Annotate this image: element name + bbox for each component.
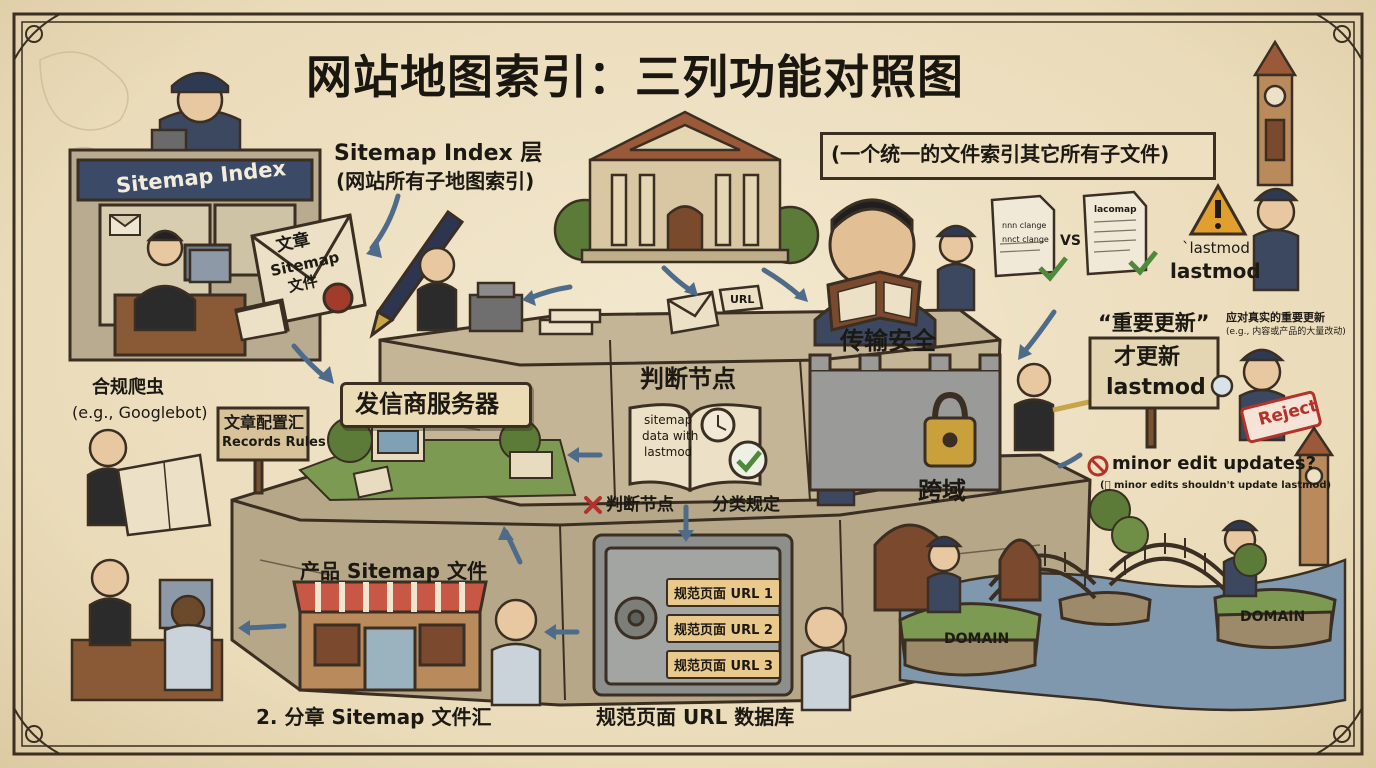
book-line2: data with — [642, 429, 699, 443]
desk-clerk-bottom-left — [70, 558, 224, 702]
guard-docs — [935, 224, 977, 312]
lastmod-small: `lastmod — [1182, 239, 1250, 257]
lastmod-big: lastmod — [1170, 259, 1261, 283]
transport-security-label: 传输安全 — [840, 327, 936, 355]
reject-stamp — [1240, 390, 1322, 444]
guard-island-left — [925, 535, 963, 614]
unified-index-banner: (一个统一的文件索引其它所有子文件) — [820, 132, 1216, 180]
signboard-line2: lastmod — [1106, 375, 1206, 400]
island-right — [1213, 588, 1337, 649]
clock-tower — [1252, 39, 1298, 187]
doc-left-line1: nnn clange — [1002, 221, 1047, 230]
clerk-kiosk — [133, 229, 232, 332]
library-building — [553, 110, 820, 265]
compliance-crawler-label: 合规爬虫 — [92, 377, 164, 398]
shopkeeper — [490, 598, 542, 707]
vault-label: 规范页面 URL 数据库 — [596, 705, 795, 729]
guard-warning — [1252, 187, 1300, 292]
book-line3: lastmod — [644, 445, 693, 459]
guard-kiosk — [150, 71, 242, 152]
prohibit-icon — [1087, 455, 1109, 477]
doc-compare — [990, 190, 1158, 282]
sender-server-label: 发信商服务器 — [355, 390, 499, 418]
page-title: 网站地图索引：三列功能对照图 — [306, 50, 964, 104]
red-x-icon — [584, 496, 602, 514]
vs-label: VS — [1060, 233, 1081, 249]
sitemap-index-layer-subtitle: (网站所有子地图索引) — [336, 169, 535, 193]
lastmod-book — [628, 403, 768, 493]
vault-url-2: 规范页面 URL 2 — [666, 614, 781, 643]
minor-edit-note: (⃠ minor edits shouldn't update lastmod) — [1100, 480, 1332, 491]
island-mid — [1058, 591, 1152, 626]
domain-right: DOMAIN — [1240, 609, 1306, 625]
grass-field — [298, 417, 577, 502]
rules-row-right-label: 分类规定 — [712, 495, 780, 515]
doc-left-line2: nnct clange — [1002, 235, 1049, 244]
bushes — [1089, 489, 1267, 577]
signboard-line1: 才更新 — [1114, 345, 1181, 370]
reviewer-reading — [813, 198, 937, 347]
lastmod-signboard — [1088, 336, 1220, 449]
rules-row-x-label: 判断节点 — [606, 495, 674, 515]
ornate-border — [12, 12, 1364, 756]
compliance-crawler-example: (e.g., Googlebot) — [72, 403, 208, 422]
doc-right-title: lacomap — [1094, 205, 1137, 215]
important-update-quote: “重要更新” — [1098, 311, 1210, 335]
warning-sign — [1188, 182, 1248, 236]
decision-node-label: 判断节点 — [640, 365, 736, 393]
key-holder — [1013, 362, 1099, 452]
vault-url-1: 规范页面 URL 1 — [666, 578, 781, 607]
book-line1: sitemap — [644, 413, 693, 427]
castle-gate — [808, 353, 1002, 492]
url-tag: URL — [730, 293, 755, 306]
vault-keeper — [800, 606, 852, 712]
rules-sign-line2: Records Rules — [222, 435, 326, 450]
product-sitemap-label: 产品 Sitemap 文件 — [300, 559, 487, 583]
important-update-note: 应对真实的重要更新 — [1226, 311, 1325, 324]
arrowheads — [238, 240, 1032, 640]
sitemap-index-layer-title: Sitemap Index 层 — [334, 141, 543, 166]
chapter-sitemap-label: 2. 分章 Sitemap 文件汇 — [256, 705, 492, 729]
unified-index-banner-text: (一个统一的文件索引其它所有子文件) — [831, 142, 1170, 166]
crawler-reader — [86, 428, 212, 537]
minor-edit-question: minor edit updates? — [1112, 453, 1317, 474]
product-store — [292, 580, 488, 692]
domain-left: DOMAIN — [944, 631, 1010, 647]
worker-printer — [416, 246, 602, 336]
rules-sign-line1: 文章配置汇 — [224, 413, 305, 432]
rules-signpost — [216, 406, 310, 495]
vault-url-3: 规范页面 URL 3 — [666, 650, 781, 679]
important-update-example: (e.g., 内容或产品的大量改动) — [1226, 327, 1346, 337]
envelope-character-left — [234, 300, 288, 342]
cross-domain-label: 跨域 — [918, 477, 966, 505]
lighthouse-tower — [1293, 425, 1335, 567]
sender-server-plate: 发信商服务器 — [340, 382, 532, 428]
